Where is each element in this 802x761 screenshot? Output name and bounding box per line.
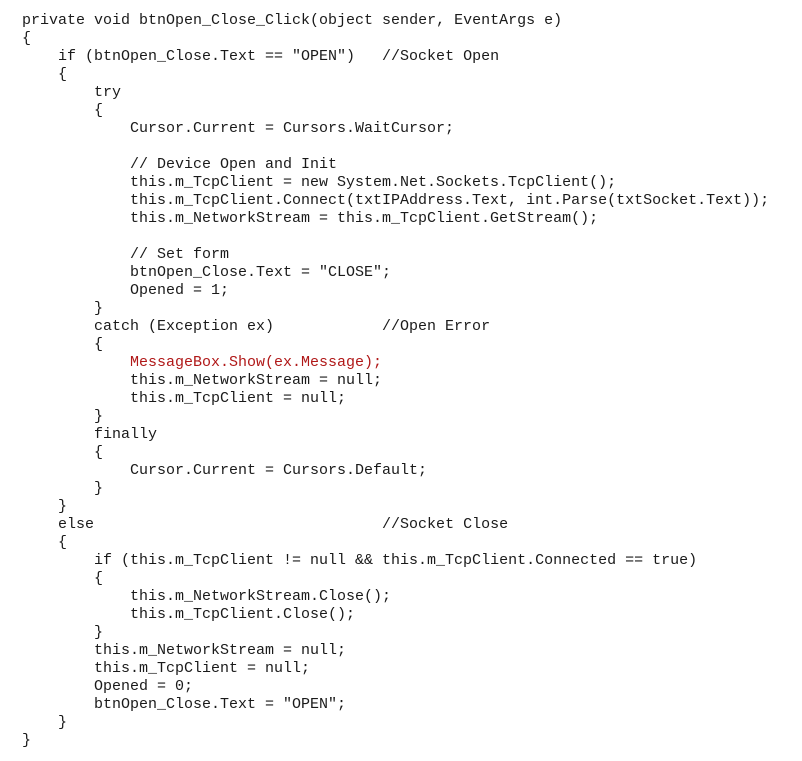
code-line: this.m_TcpClient.Close(); [130, 606, 356, 623]
code-line: { [94, 102, 104, 119]
code-line [22, 228, 792, 246]
code-line: this.m_TcpClient = new System.Net.Socket… [130, 174, 617, 191]
code-line: Opened = 1; [130, 282, 230, 299]
code-view: private void btnOpen_Close_Click(object … [22, 12, 792, 750]
code-line: } [58, 714, 68, 731]
code-line: else //Socket Close [58, 516, 509, 533]
code-line: this.m_NetworkStream.Close(); [130, 588, 392, 605]
code-line: this.m_TcpClient = null; [130, 390, 347, 407]
code-line: if (this.m_TcpClient != null && this.m_T… [94, 552, 698, 569]
code-line: this.m_NetworkStream = this.m_TcpClient.… [130, 210, 599, 227]
code-line: private void btnOpen_Close_Click(object … [22, 12, 563, 29]
code-line: { [94, 444, 104, 461]
code-line: // Set form [130, 246, 230, 263]
code-line: Cursor.Current = Cursors.WaitCursor; [130, 120, 455, 137]
code-line: this.m_NetworkStream = null; [94, 642, 347, 659]
code-line: { [94, 570, 104, 587]
code-line: try [94, 84, 122, 101]
code-line: if (btnOpen_Close.Text == "OPEN") //Sock… [58, 48, 500, 65]
code-line: } [94, 624, 104, 641]
code-line [22, 138, 792, 156]
code-line: { [94, 336, 104, 353]
code-line: MessageBox.Show(ex.Message); [130, 354, 383, 371]
code-line: { [22, 30, 32, 47]
code-line: this.m_NetworkStream = null; [130, 372, 383, 389]
code-line: this.m_TcpClient.Connect(txtIPAddress.Te… [130, 192, 770, 209]
code-line: } [94, 480, 104, 497]
code-line: // Device Open and Init [130, 156, 338, 173]
code-line: Opened = 0; [94, 678, 194, 695]
code-line: } [94, 300, 104, 317]
code-line: { [58, 534, 68, 551]
code-line: Cursor.Current = Cursors.Default; [130, 462, 428, 479]
code-line: finally [94, 426, 158, 443]
code-line: } [94, 408, 104, 425]
code-line: catch (Exception ex) //Open Error [94, 318, 491, 335]
code-line: this.m_TcpClient = null; [94, 660, 311, 677]
code-line: } [22, 732, 32, 749]
code-line: btnOpen_Close.Text = "OPEN"; [94, 696, 347, 713]
code-line: btnOpen_Close.Text = "CLOSE"; [130, 264, 392, 281]
code-line: { [58, 66, 68, 83]
code-line: } [58, 498, 68, 515]
